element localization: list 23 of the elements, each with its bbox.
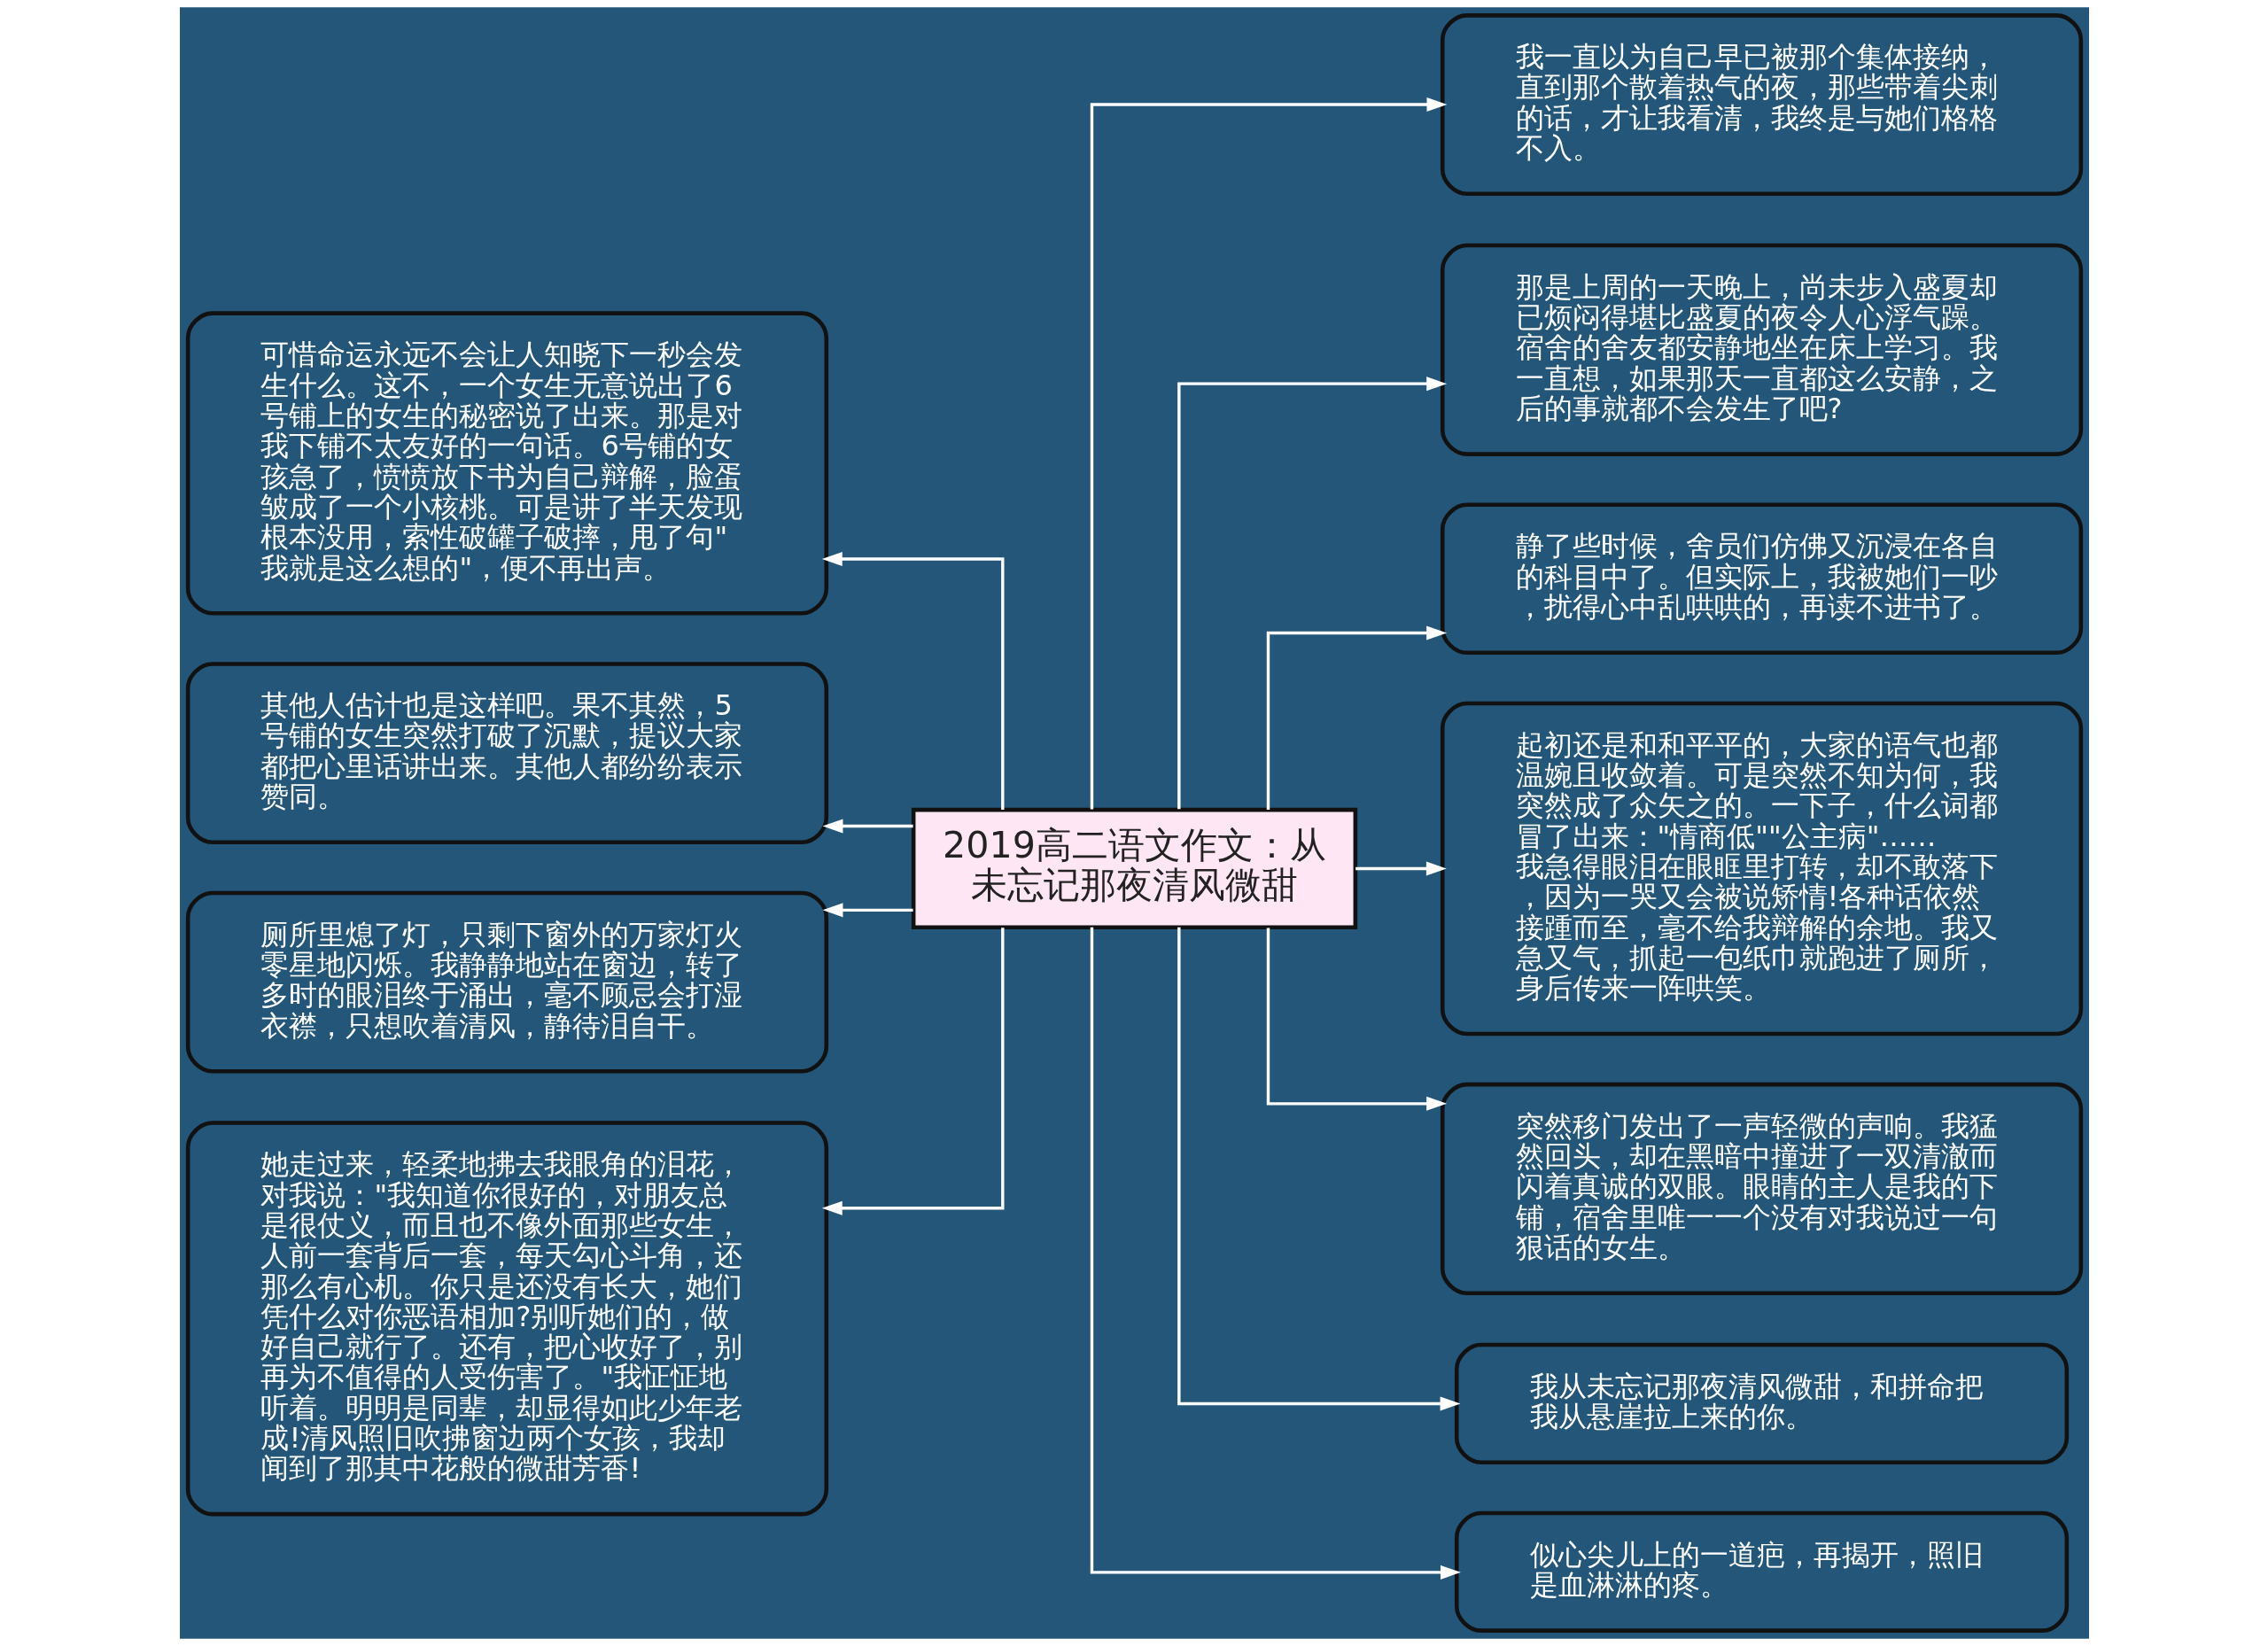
- node-box: 我一直以为自己早已被那个集体接纳，直到那个散着热气的夜，那些带着尖刺的话，才让我看清，我终是与她们格格不入。: [1440, 13, 2083, 196]
- arrow: [1090, 97, 1447, 810]
- arrow: [1355, 861, 1447, 876]
- node-box: 她走过来，轻柔地拂去我眼角的泪花，对我说："我知道你很好的，对朋友总是很仗义，而且也不像外面那些女生，人前一套背后一套，每天勾心斗角，还那么有心机。你只是还没有长大，她们凭什么对你恶语相加?别听她们的，做好自己就行了。还有，把心收好了，别再为不值得的人受伤害了。"我怔怔地听着。明明是同辈，却显得如此少年老成!清风照旧吹拂窗边两个女孩，我却闻到了那其中花般的微甜芳香!: [185, 1121, 828, 1517]
- node-box: 似心尖儿上的一道疤，再揭开，照旧是血淋淋的疼。: [1454, 1510, 2069, 1633]
- arrow: [1090, 927, 1461, 1580]
- arrow: [1177, 927, 1460, 1411]
- node-box: 其他人估计也是这样吧。果不其然，5号铺的女生突然打破了沉默，提议大家都把心里话讲出来。其他人都纷纷表示赞同。: [185, 662, 828, 844]
- node-box: 那是上周的一天晚上，尚未步入盛夏却已烦闷得堪比盛夏的夜令人心浮气躁。宿舍的舍友都安静地坐在床上学习。我一直想，如果那天一直都这么安静，之后的事就都不会发生了吧?: [1440, 243, 2083, 456]
- node-box: 可惜命运永远不会让人知晓下一秒会发生什么。这不，一个女生无意说出了6号铺上的女生的秘密说了出来。那是对我下铺不太友好的一句话。6号铺的女孩急了，愤愤放下书为自己辩解，脸蛋皱成了一个小核桃。可是讲了半天发现根本没用，索性破罐子破摔，甩了句"我就是这么想的"，便不再出声。: [185, 311, 828, 616]
- node-box: 厕所里熄了灯，只剩下窗外的万家灯火零星地闪烁。我静静地站在窗边，转了多时的眼泪终于涌出，毫不顾忌会打湿衣襟，只想吹着清风，静待泪自干。: [185, 890, 828, 1074]
- node-box: 2019高二语文作文：从未忘记那夜清风微甜: [911, 807, 1357, 930]
- arrow: [1266, 928, 1447, 1111]
- arrow: [822, 819, 913, 834]
- node-box: 静了些时候，舍员们仿佛又沉浸在各自的科目中了。但实际上，我被她们一吵，扰得心中乱哄哄的，再读不进书了。: [1440, 502, 2083, 656]
- arrow: [1266, 625, 1447, 811]
- node-box: 我从未忘记那夜清风微甜，和拼命把我从悬崖拉上来的你。: [1454, 1342, 2069, 1465]
- node-box: 起初还是和和平平的，大家的语气也都温婉且收敛着。可是突然不知为何，我突然成了众矢之的。一下子，什么词都冒了出来："情商低""公主病"……我急得眼泪在眼眶里打转，却不敢落下，因为一哭又会被说矫情!各种话依然接踵而至，毫不给我辩解的余地。我又急又气，抓起一包纸巾就跑进了厕所，身后传来一阵哄笑。: [1440, 701, 2083, 1037]
- arrow: [821, 928, 1004, 1215]
- arrow: [822, 903, 913, 918]
- node-box: 突然移门发出了一声轻微的声响。我猛然回头，却在黑暗中撞进了一双清澈而闪着真诚的双眼。眼睛的主人是我的下铺，宿舍里唯一一个没有对我说过一句狠话的女生。: [1440, 1082, 2083, 1296]
- arrow: [1177, 377, 1447, 810]
- arrow: [821, 552, 1004, 810]
